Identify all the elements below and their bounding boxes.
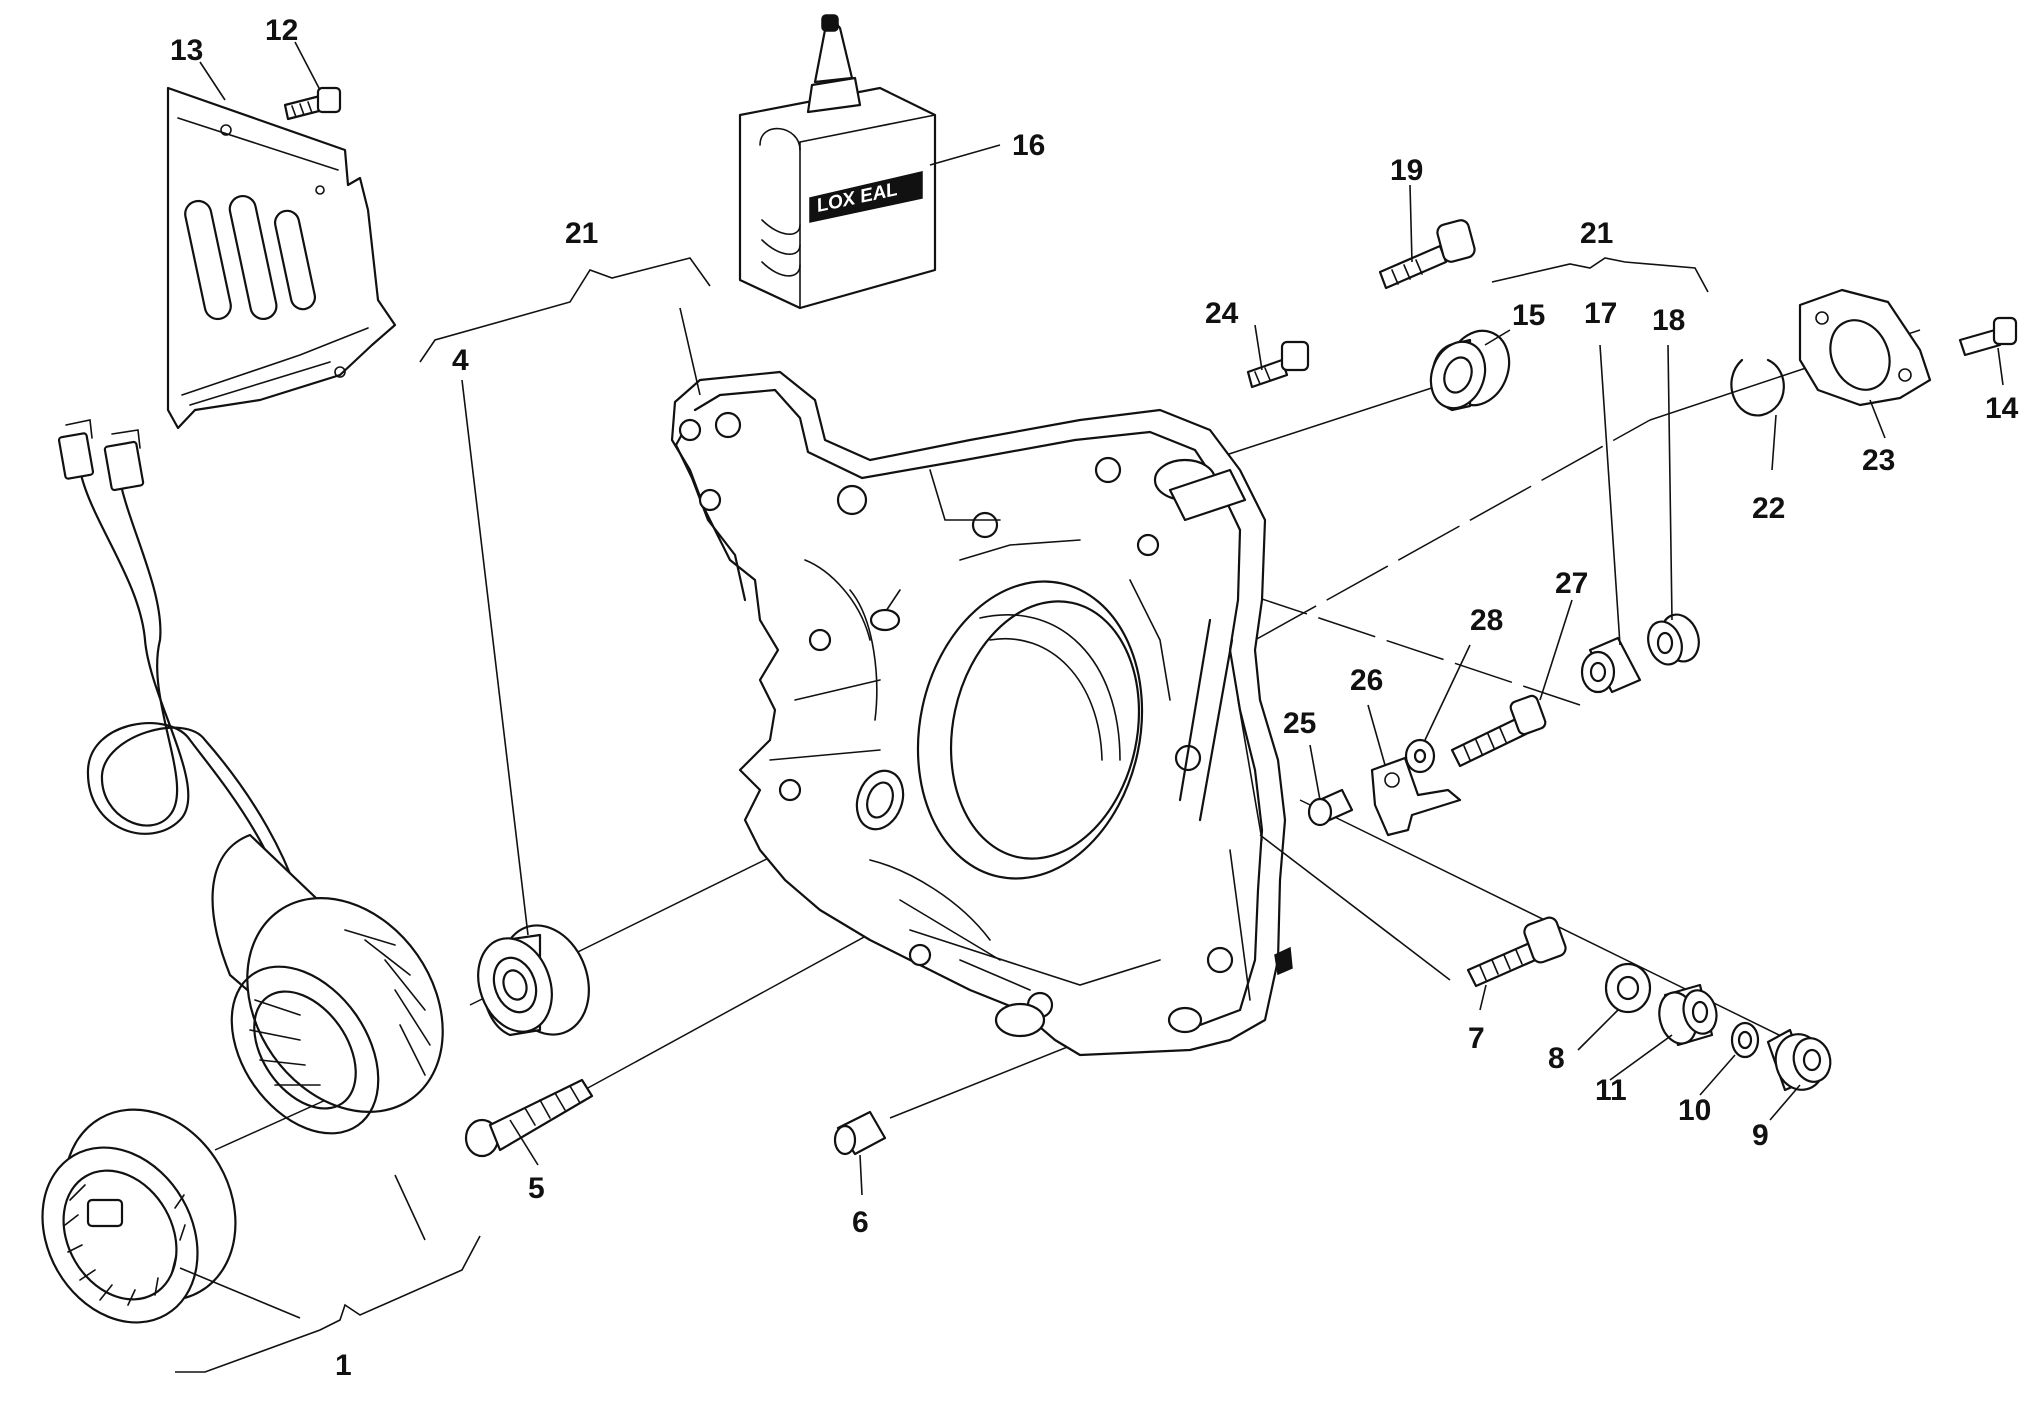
plug-9	[1766, 1028, 1832, 1092]
callout-7: 7	[1468, 1022, 1485, 1055]
screw-27	[1450, 694, 1547, 768]
alternator-1	[41, 419, 444, 1324]
screw-19	[1378, 219, 1476, 290]
callout-23: 23	[1862, 444, 1895, 477]
callout-27: 27	[1555, 567, 1588, 600]
callout-21-right: 21	[1580, 217, 1613, 250]
callout-25: 25	[1283, 707, 1316, 740]
callout-19: 19	[1390, 154, 1423, 187]
callout-9: 9	[1752, 1119, 1769, 1152]
bracket-26	[1370, 756, 1462, 837]
valve-11	[1658, 983, 1718, 1047]
loxeal-bottle-16: LOX EAL	[738, 14, 937, 310]
callout-1: 1	[335, 1349, 352, 1382]
callout-14: 14	[1985, 392, 2019, 425]
screw-5	[464, 1078, 594, 1158]
dowel-6	[833, 1110, 887, 1156]
callout-11: 11	[1595, 1074, 1627, 1107]
bearing-4	[477, 924, 590, 1037]
engine-casing-21	[670, 370, 1293, 1057]
spacer-17	[1580, 636, 1642, 694]
seal-15	[1429, 329, 1511, 412]
callout-28: 28	[1470, 604, 1503, 637]
callout-labels: 12 13 16 19 21 21 24 15 17 18 4 14 23 22…	[170, 14, 2019, 1382]
leader-lines	[175, 41, 2004, 1373]
chain-cover-13	[166, 86, 397, 430]
callout-24: 24	[1205, 297, 1239, 330]
callout-4: 4	[452, 344, 469, 377]
oring-10	[1730, 1021, 1760, 1059]
callout-8: 8	[1548, 1042, 1565, 1075]
roller-18	[1647, 613, 1700, 666]
washer-8	[1604, 962, 1652, 1014]
callout-13: 13	[170, 34, 203, 67]
callout-16: 16	[1012, 129, 1045, 162]
circlip-22	[1730, 358, 1785, 417]
callout-12: 12	[265, 14, 298, 47]
washer-28	[1404, 738, 1436, 774]
callout-5: 5	[528, 1172, 545, 1205]
bushing-25	[1307, 788, 1354, 827]
screw-7	[1466, 916, 1567, 988]
callout-15: 15	[1512, 299, 1545, 332]
callout-26: 26	[1350, 664, 1383, 697]
callout-22: 22	[1752, 492, 1785, 525]
callout-6: 6	[852, 1206, 869, 1239]
screw-14	[1958, 316, 2018, 357]
cover-plate-23	[1798, 288, 1932, 407]
callout-10: 10	[1678, 1094, 1711, 1127]
callout-17: 17	[1584, 297, 1617, 330]
callout-21-left: 21	[565, 217, 598, 250]
screw-24	[1246, 340, 1310, 389]
screw-12	[283, 86, 342, 121]
callout-18: 18	[1652, 304, 1685, 337]
